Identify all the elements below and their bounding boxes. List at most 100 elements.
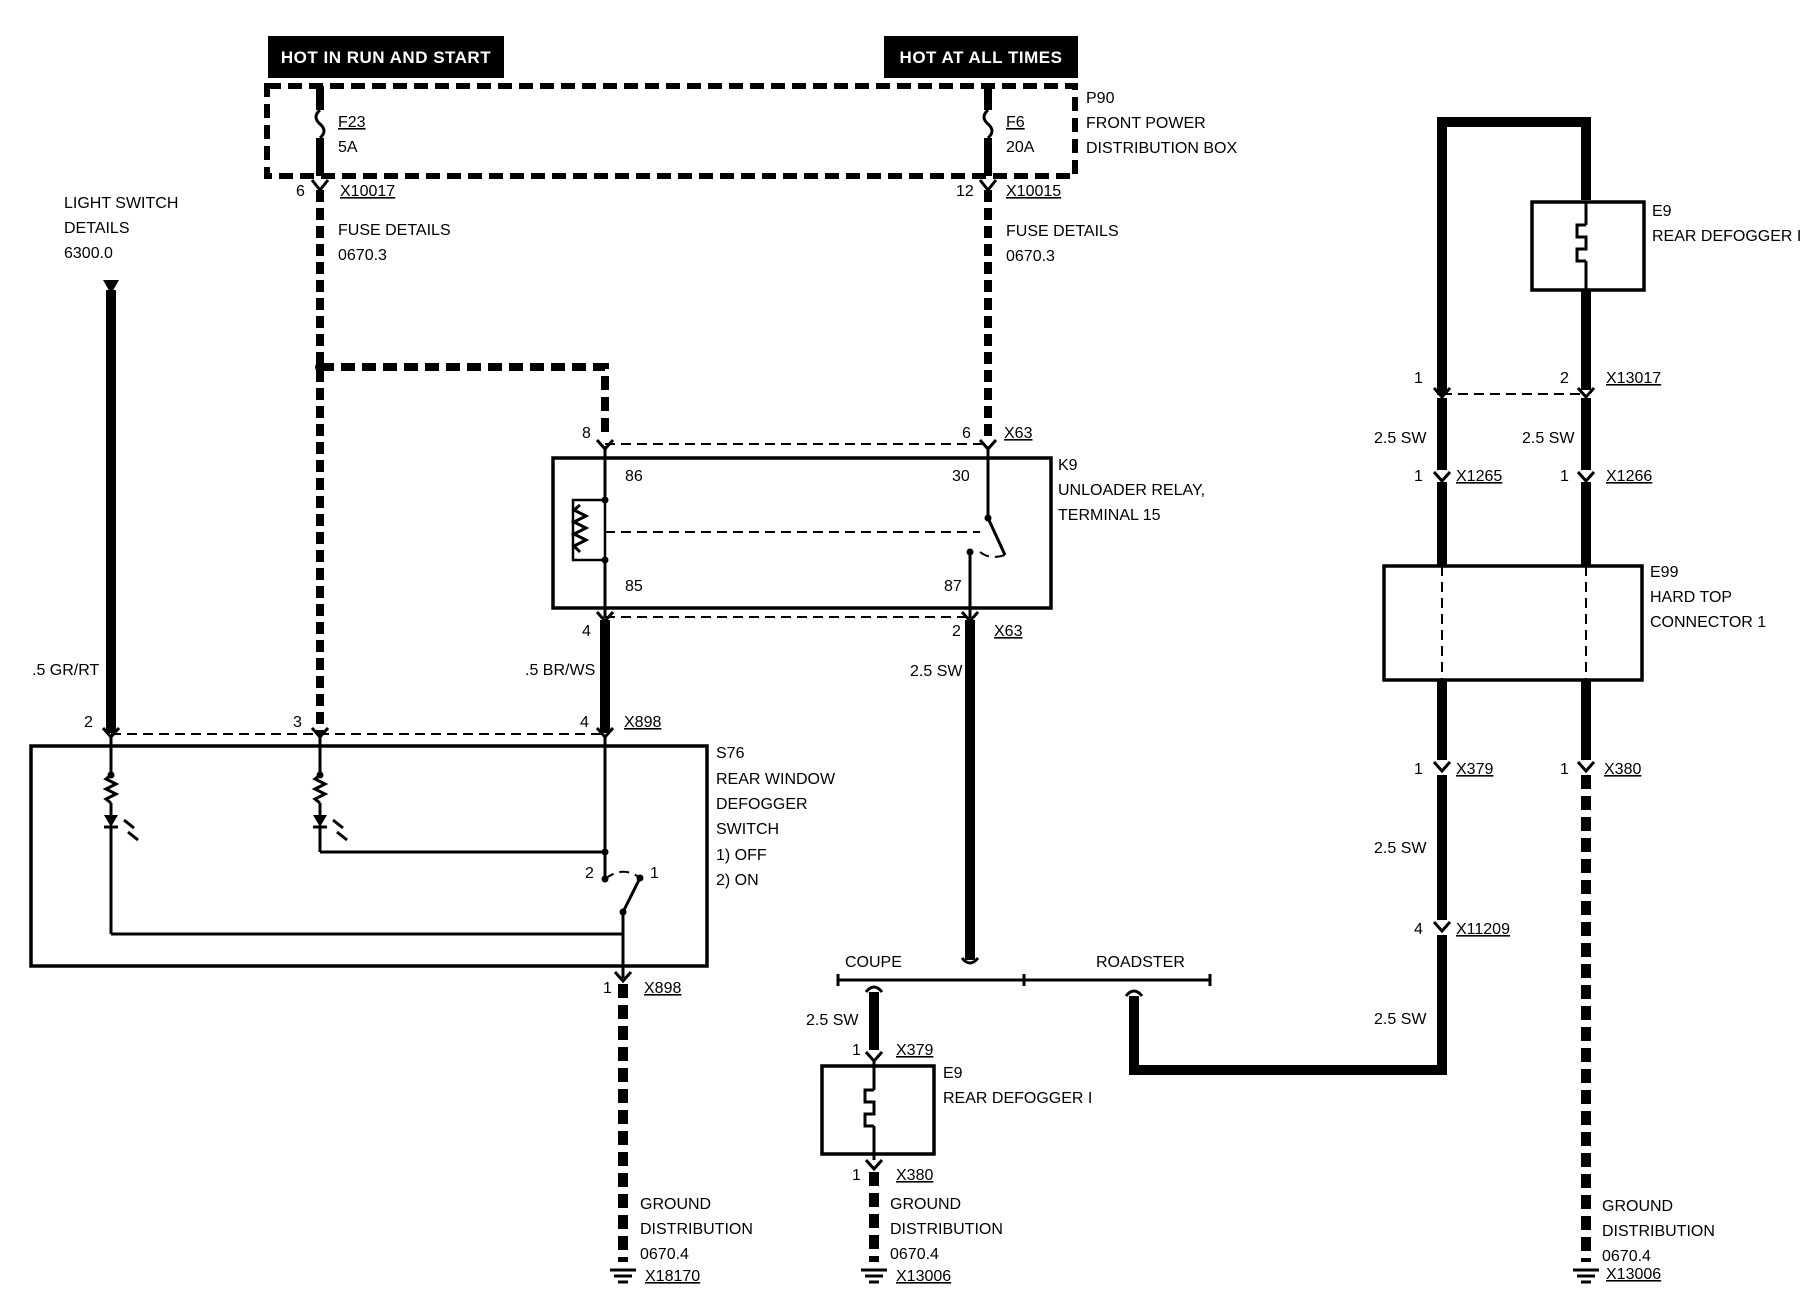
variant-coupe: COUPE [845,954,902,971]
conn-x10015-pin: 12 [956,183,974,200]
relay-line2: TERMINAL 15 [1058,507,1161,524]
fuse-f23-id: F23 [338,114,366,131]
coupe-defogger-name: REAR DEFOGGER I [943,1090,1092,1107]
heating-element-icon [863,1088,876,1128]
x11209-pin: 4 [1414,921,1423,938]
ground-right-line3: 0670.4 [1602,1248,1651,1265]
hardtop-line2: CONNECTOR 1 [1650,614,1766,631]
connector-chevron-icon [1432,387,1452,400]
fuse-f6-rating: 20A [1006,139,1035,156]
wire-to-relay-86 [320,363,609,438]
connector-chevron-icon [613,971,633,984]
fuse-box-line1: FRONT POWER [1086,115,1206,132]
x380-right-conn: X380 [1604,761,1641,778]
connector-chevron-icon [864,1051,884,1064]
wire-sw-x1266-label: 2.5 SW [1522,430,1575,447]
ground-right-line2: DISTRIBUTION [1602,1223,1715,1240]
switch-contact-2: 2 [585,865,594,882]
fuse-f6-id: F6 [1006,114,1025,131]
relay-top-pin-right: 6 [962,425,971,442]
ground-mid-line2: DISTRIBUTION [890,1221,1003,1238]
fuse-details-left-line1: FUSE DETAILS [338,222,451,239]
switch-opt-on: 2) ON [716,872,759,889]
switch-arm [621,877,642,913]
ground-right-conn: X13006 [1606,1266,1661,1283]
switch-id: S76 [716,745,745,762]
relay-bot-pin-left: 4 [582,623,591,640]
connector-chevron-icon [1432,471,1452,484]
resistor-icon [102,773,120,805]
relay-line1: UNLOADER RELAY, [1058,482,1205,499]
connector-socket-icon [1124,989,1144,997]
switch-pin-4: 4 [580,714,589,731]
switch-line1: REAR WINDOW [716,771,836,788]
header-hot-all-times-label: HOT AT ALL TIMES [900,48,1063,67]
relay-box [551,456,1053,610]
switch-pin-3: 3 [293,714,302,731]
right-defogger-name: REAR DEFOGGER I [1652,228,1801,245]
header-hot-run-start-label: HOT IN RUN AND START [281,48,491,67]
switch-opt-off: 1) OFF [716,847,767,864]
relay-terminal-87: 87 [944,578,962,595]
x13017-conn: X13017 [1606,370,1661,387]
fuse-box-outline [264,83,1078,179]
ground-mid-line1: GROUND [890,1196,961,1213]
relay-id: K9 [1058,457,1078,474]
connector-chevron-icon [864,1159,884,1172]
ground-icon [861,1268,887,1284]
switch-contact-1: 1 [650,865,659,882]
right-defogger-id: E9 [1652,203,1672,220]
variant-roadster: ROADSTER [1096,954,1185,971]
ground-left-line1: GROUND [640,1196,711,1213]
relay-top-pin-left: 8 [582,425,591,442]
resistor-icon [311,773,329,805]
hardtop-connector-box [1382,564,1644,682]
relay-terminal-86: 86 [625,468,643,485]
light-rays-icon [123,818,139,842]
x1265-conn: X1265 [1456,468,1502,485]
relay-terminal-85: 85 [625,578,643,595]
x380-right-pin: 1 [1560,761,1569,778]
connector-chevron-icon [1432,761,1452,774]
relay-bot-pin-right: 2 [952,623,961,640]
fuse-box-line2: DISTRIBUTION BOX [1086,140,1237,157]
fuse-details-left-line2: 0670.3 [338,247,387,264]
ground-left-line2: DISTRIBUTION [640,1221,753,1238]
conn-x10017-id: X10017 [340,183,395,200]
wire-sw-x379-right-label: 2.5 SW [1374,840,1427,857]
ground-mid-line3: 0670.4 [890,1246,939,1263]
coupe-defogger-id: E9 [943,1065,963,1082]
connector-chevron-icon [310,179,330,193]
switch-pin-2: 2 [84,714,93,731]
relay-top-conn: X63 [1004,425,1033,442]
ground-mid-conn: X13006 [896,1268,951,1285]
wire-sw-x1265-label: 2.5 SW [1374,430,1427,447]
x379-right-conn: X379 [1456,761,1493,778]
fuse-f6-icon [982,86,994,176]
x1265-pin: 1 [1414,468,1423,485]
header-hot-run-start: HOT IN RUN AND START [268,36,504,78]
relay-terminal-30: 30 [952,468,970,485]
hardtop-line1: HARD TOP [1650,589,1732,606]
switch-line2: DEFOGGER [716,796,808,813]
x1266-conn: X1266 [1606,468,1652,485]
fuse-details-right-line2: 0670.3 [1006,248,1055,265]
x13017-pin-right: 2 [1560,370,1569,387]
coupe-bot-conn: X380 [896,1167,933,1184]
wire-hardtop-loop [1437,117,1591,395]
wire-sw-x11209-label: 2.5 SW [1374,1011,1427,1028]
led-icon [313,815,327,827]
coupe-top-pin: 1 [852,1042,861,1059]
ground-left-line3: 0670.4 [640,1246,689,1263]
ground-right-line1: GROUND [1602,1198,1673,1215]
coupe-bot-pin: 1 [852,1167,861,1184]
wire-br-ws-label: .5 BR/WS [525,662,595,679]
ground-icon [1573,1268,1599,1284]
header-hot-all-times: HOT AT ALL TIMES [884,36,1078,78]
light-switch-line1: LIGHT SWITCH [64,195,178,212]
conn-x10015-id: X10015 [1006,183,1061,200]
wire-gr-rt-label: .5 GR/RT [32,662,100,679]
heating-element-icon [1575,223,1588,263]
switch-line3: SWITCH [716,821,779,838]
